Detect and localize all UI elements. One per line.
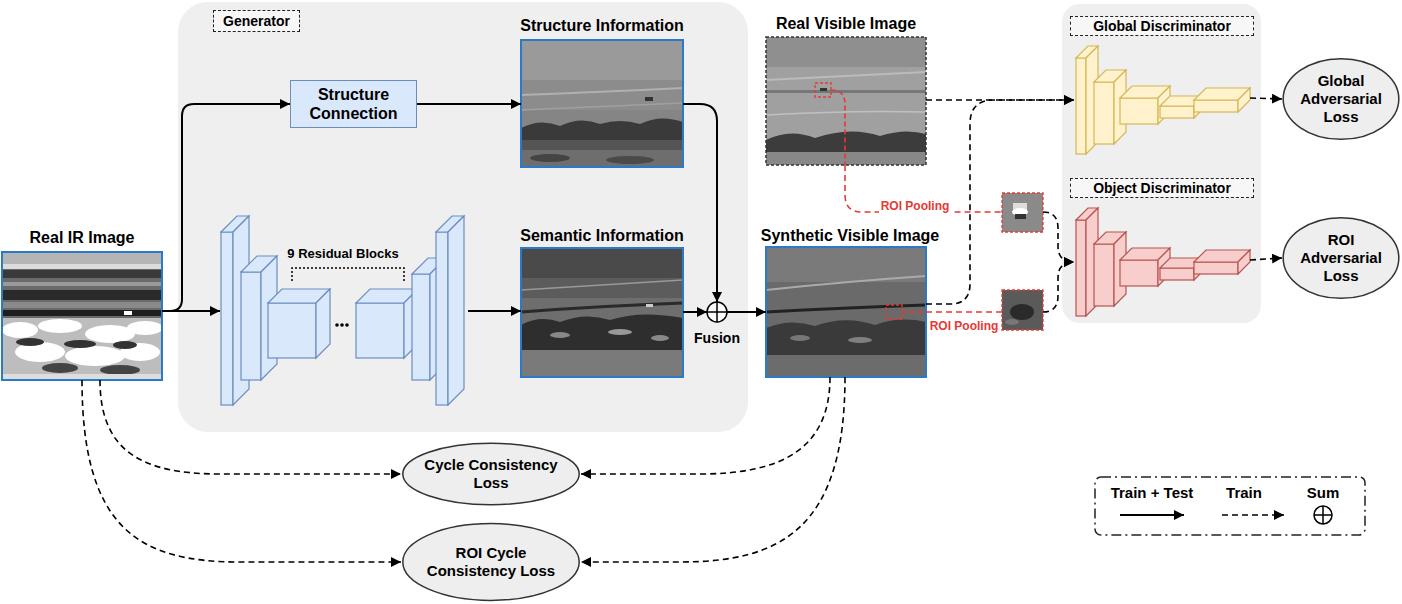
discriminator-title: Object Discriminator xyxy=(1070,178,1254,198)
connector-line xyxy=(683,311,707,313)
connector-line xyxy=(100,380,401,474)
connector-line xyxy=(162,104,290,311)
connector xyxy=(845,165,1074,262)
connector-line xyxy=(1250,98,1282,99)
connector xyxy=(1250,258,1282,260)
legend-item: Train + Test xyxy=(1100,484,1204,502)
connector-line xyxy=(926,311,1002,313)
connector xyxy=(581,377,845,562)
connector-line xyxy=(727,311,766,313)
connector xyxy=(683,312,707,313)
connector xyxy=(1250,98,1282,99)
connector xyxy=(162,311,220,312)
connector-line xyxy=(1043,262,1074,312)
connector-line xyxy=(845,165,1002,212)
loss-label: Global Adversarial Loss xyxy=(1295,72,1387,126)
ellipse-shape xyxy=(1283,218,1399,299)
image-heading: Synthetic Visible Image xyxy=(761,226,939,246)
loss-ellipse: Cycle Consistency Loss xyxy=(401,442,581,506)
legend-item: Train xyxy=(1214,484,1274,502)
connector xyxy=(683,104,717,302)
discriminator-title: Global Discriminator xyxy=(1070,16,1254,36)
connector-line xyxy=(162,310,220,312)
loss-ellipse: ROI Cycle Consistency Loss xyxy=(401,522,581,602)
connector xyxy=(926,262,1074,312)
box-label: Structure Connection xyxy=(291,85,416,123)
connector xyxy=(926,100,1074,304)
connector-line xyxy=(468,310,521,312)
connector xyxy=(417,104,521,105)
connector xyxy=(468,311,521,312)
connector-line xyxy=(683,104,717,302)
legend-label: Sum xyxy=(1307,484,1340,502)
loss-ellipse: Global Adversarial Loss xyxy=(1282,57,1400,141)
ellipse-shape xyxy=(403,524,579,601)
fusion-label: Fusion xyxy=(694,330,740,346)
connector xyxy=(162,104,290,311)
legend-label: Train + Test xyxy=(1111,484,1194,502)
loss-label: ROI Cycle Consistency Loss xyxy=(415,544,567,580)
process-box: Structure Connection xyxy=(290,80,417,128)
legend-item: Sum xyxy=(1298,484,1348,502)
image-heading: Structure Information xyxy=(520,16,684,36)
connector-line xyxy=(417,103,521,105)
group-title: Generator xyxy=(213,10,300,32)
legend-label: Train xyxy=(1226,484,1262,502)
network-label: 9 Residual Blocks xyxy=(287,246,398,262)
loss-label: Cycle Consistency Loss xyxy=(415,456,567,492)
connector xyxy=(82,380,401,562)
ellipse-shape xyxy=(403,443,579,504)
image-heading: Semantic Information xyxy=(520,226,684,246)
image-heading: Real IR Image xyxy=(30,228,135,248)
connector xyxy=(100,380,401,474)
connector-line xyxy=(82,380,401,562)
edge-label-holder: ROI Pooling xyxy=(928,316,1001,334)
edge-label: ROI Pooling xyxy=(879,199,952,213)
edge-label: ROI Pooling xyxy=(928,319,1001,333)
connector-line xyxy=(581,377,830,474)
connector xyxy=(727,312,766,313)
connector-line xyxy=(1250,258,1282,260)
connector-line xyxy=(926,100,1074,304)
connector-line xyxy=(581,377,845,562)
connector xyxy=(581,377,830,474)
connector-line xyxy=(1043,212,1074,262)
loss-label: ROI Adversarial Loss xyxy=(1295,231,1387,285)
edge-label-holder: ROI Pooling xyxy=(879,196,952,214)
ellipse-shape xyxy=(1283,59,1399,140)
image-heading: Real Visible Image xyxy=(776,14,916,34)
loss-ellipse: ROI Adversarial Loss xyxy=(1282,216,1400,300)
